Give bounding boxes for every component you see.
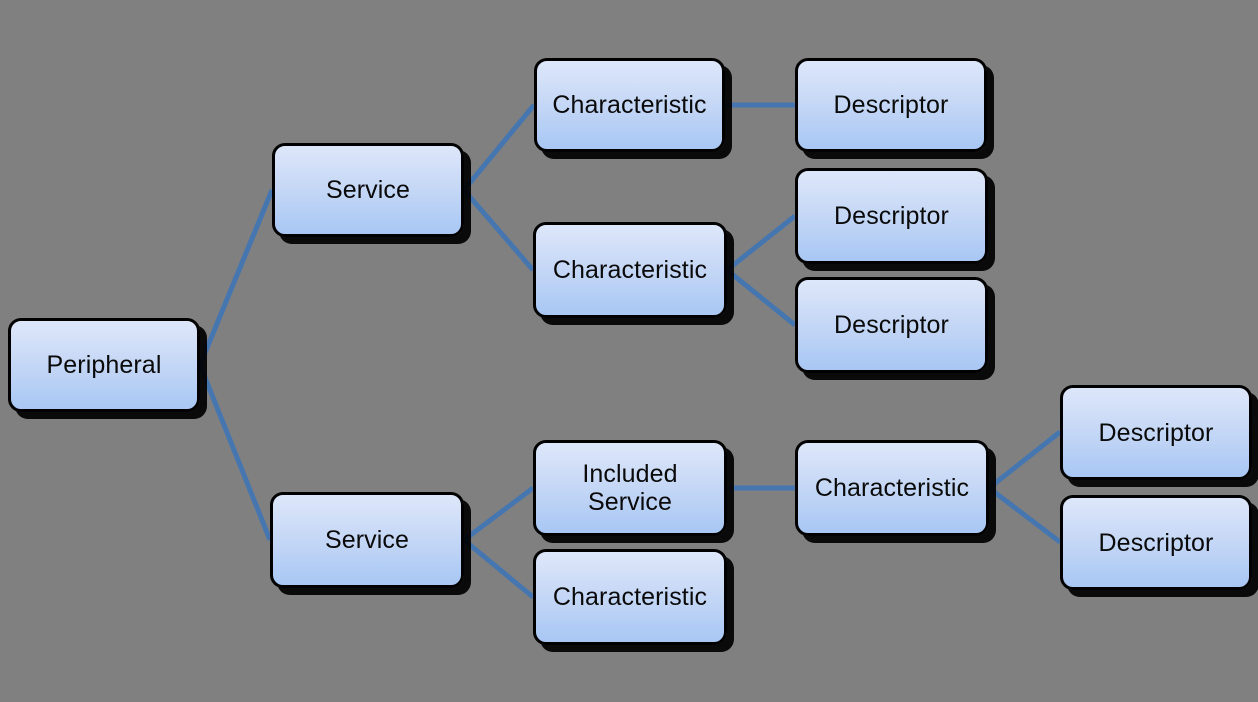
node-descriptor-3[interactable]: Descriptor <box>795 277 988 373</box>
node-char-1[interactable]: Characteristic <box>534 58 725 152</box>
node-descriptor-2[interactable]: Descriptor <box>795 168 988 264</box>
node-char-4[interactable]: Characteristic <box>795 440 989 536</box>
node-included-service[interactable]: Included Service <box>533 440 727 536</box>
node-service-bottom[interactable]: Service <box>270 492 464 588</box>
node-descriptor-4[interactable]: Descriptor <box>1060 385 1252 480</box>
node-service-top[interactable]: Service <box>272 143 464 237</box>
node-descriptor-1[interactable]: Descriptor <box>795 58 987 152</box>
node-char-2[interactable]: Characteristic <box>533 222 727 318</box>
node-char-3[interactable]: Characteristic <box>533 549 727 645</box>
node-descriptor-5[interactable]: Descriptor <box>1060 495 1252 590</box>
node-peripheral[interactable]: Peripheral <box>8 318 200 412</box>
